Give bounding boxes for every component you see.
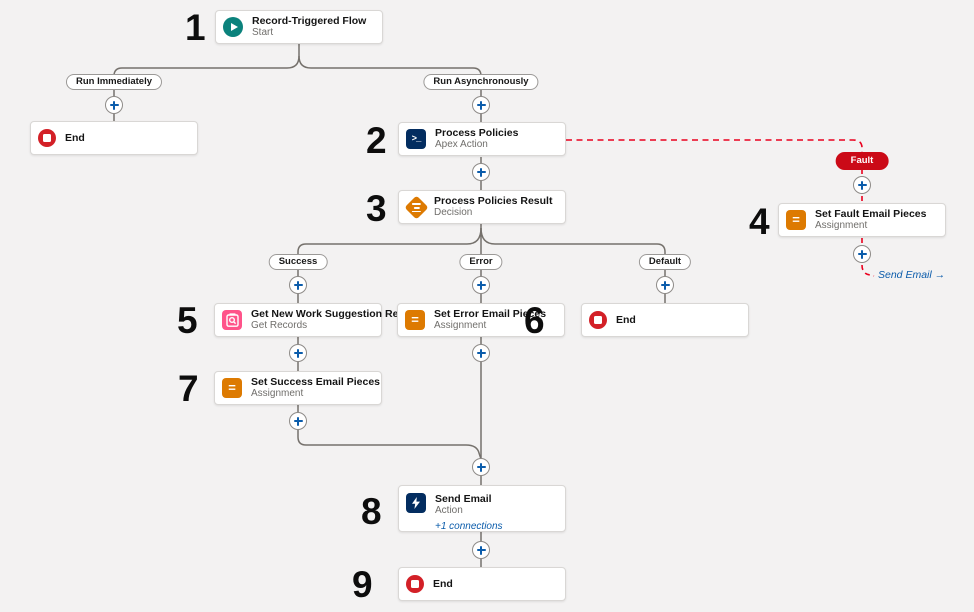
node-set-error-email-pieces[interactable]: = Set Error Email Pieces Assignment [397,303,565,337]
node-record-triggered-flow-start[interactable]: Record-Triggered Flow Start [215,10,383,44]
start-flow-icon [223,17,243,37]
node-title: Send Email [435,493,492,505]
get-records-icon [222,310,242,330]
node-title: Process Policies Result [434,195,553,208]
add-element-button[interactable] [105,96,123,114]
annotation-number-6: 6 [524,300,545,341]
node-title: End [616,313,636,326]
add-element-button[interactable] [289,412,307,430]
lightning-bolt-glyph [412,497,420,509]
node-end-default[interactable]: End [581,303,749,337]
annotation-number-4: 4 [749,201,770,242]
node-process-policies-result[interactable]: Process Policies Result Decision [398,190,566,224]
node-send-email[interactable]: Send Email Action +1 connections [398,485,566,532]
node-title: End [65,131,85,144]
node-process-policies[interactable]: >_ Process Policies Apex Action [398,122,566,156]
end-icon [38,129,56,147]
add-element-button[interactable] [853,176,871,194]
annotation-number-9: 9 [352,564,373,605]
add-element-button[interactable] [289,276,307,294]
node-subtitle: Assignment [815,220,868,232]
add-element-button[interactable] [656,276,674,294]
node-subtitle: Decision [434,207,473,219]
branch-label-run-asynchronously: Run Asynchronously [423,74,539,90]
add-element-button[interactable] [472,344,490,362]
branch-label-run-immediately: Run Immediately [65,74,163,90]
node-subtitle: Action [435,505,463,517]
add-element-button[interactable] [472,458,490,476]
annotation-number-5: 5 [177,300,198,341]
apex-action-icon: >_ [406,129,426,149]
node-title: End [433,577,453,590]
node-end-final[interactable]: End [398,567,566,601]
assignment-icon: = [222,378,242,398]
add-element-button[interactable] [853,245,871,263]
branch-label-success: Success [268,254,328,270]
goto-send-email-link[interactable]: Send Email → [878,269,946,281]
annotation-number-3: 3 [366,188,387,229]
action-icon [406,493,426,513]
node-get-new-work-suggestion-record[interactable]: Get New Work Suggestion Record Get Recor… [214,303,421,337]
end-icon [589,311,607,329]
assignment-icon: = [786,210,806,230]
node-set-fault-email-pieces[interactable]: = Set Fault Email Pieces Assignment [778,203,946,237]
branch-label-fault: Fault [835,152,889,170]
node-set-success-email-pieces[interactable]: = Set Success Email Pieces Assignment [214,371,382,405]
add-element-button[interactable] [472,541,490,559]
node-subtitle: Assignment [434,320,487,332]
node-end-run-immediately[interactable]: End [30,121,198,155]
annotation-number-7: 7 [178,368,199,409]
node-title: Set Success Email Pieces [251,376,380,389]
node-subtitle: Get Records [251,320,308,332]
branch-label-default: Default [638,254,692,270]
node-subtitle: Start [252,27,274,39]
decision-icon [404,194,429,220]
get-records-glyph [225,313,239,327]
end-icon [406,575,424,593]
add-element-button[interactable] [472,276,490,294]
assignment-icon: = [405,310,425,330]
node-title: Get New Work Suggestion Record [251,308,422,321]
node-subtitle: Apex Action [435,139,488,151]
annotation-number-1: 1 [185,7,206,48]
add-element-button[interactable] [289,344,307,362]
node-title: Set Fault Email Pieces [815,208,927,221]
branch-label-error: Error [459,254,503,270]
connections-link[interactable]: +1 connections [435,520,503,532]
add-element-button[interactable] [472,96,490,114]
node-title: Set Error Email Pieces [434,308,547,321]
node-title: Process Policies [435,127,519,140]
add-element-button[interactable] [472,163,490,181]
node-title: Record-Triggered Flow [252,15,367,28]
annotation-number-2: 2 [366,120,387,161]
node-subtitle: Assignment [251,388,304,400]
annotation-number-8: 8 [361,491,382,532]
